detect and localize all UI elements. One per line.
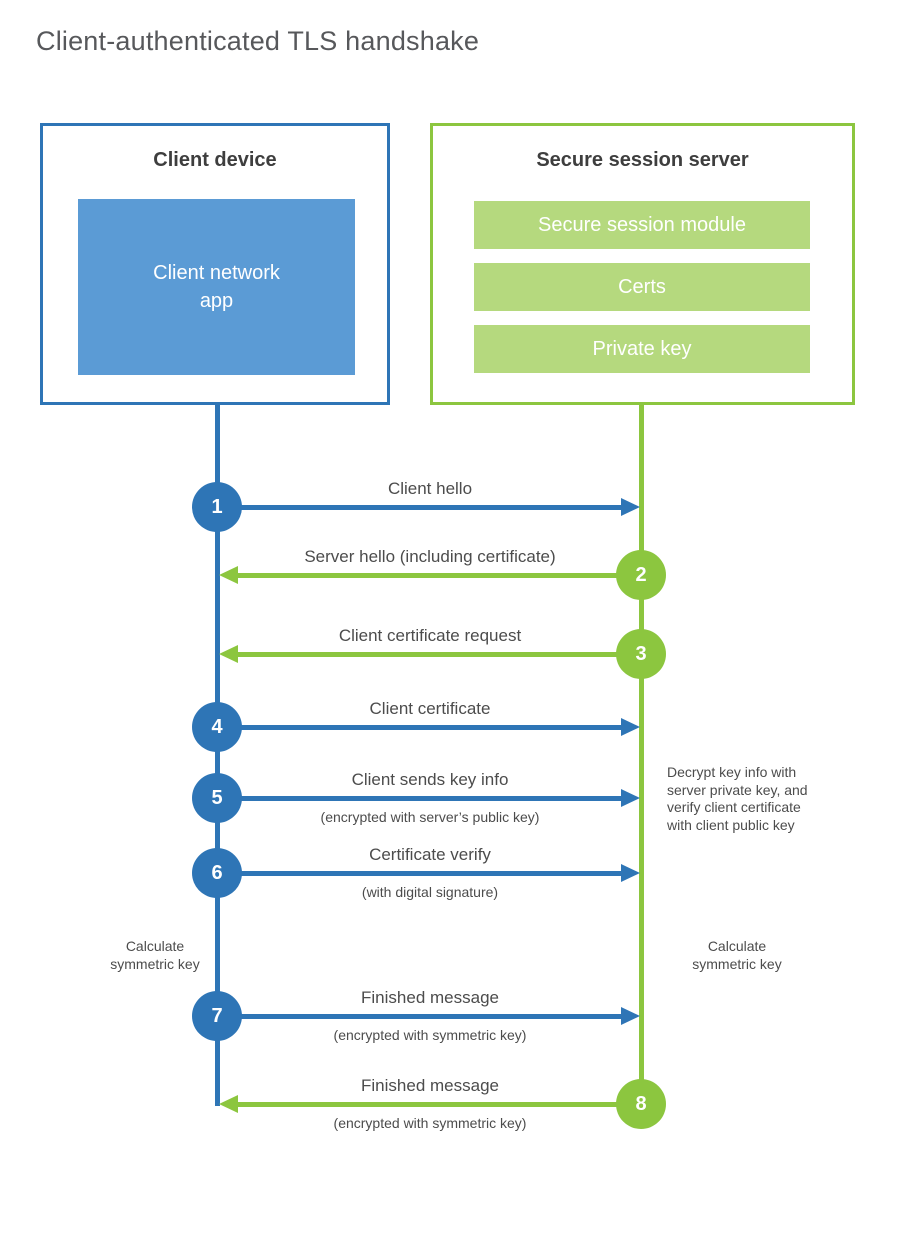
step-7-badge: 7 [192, 991, 242, 1041]
step-2-label: Server hello (including certificate) [304, 547, 556, 566]
step-5-badge: 5 [192, 773, 242, 823]
step-8-sublabel: (encrypted with symmetric key) [333, 1115, 527, 1131]
note-decrypt-key-info: Decrypt key info with server private key… [667, 764, 808, 833]
step-8-arrow-head [219, 1095, 238, 1113]
step-6-arrow-head [621, 864, 640, 882]
step-8-arrow-shaft [238, 1102, 620, 1107]
step-4-arrow-head [621, 718, 640, 736]
step-7-arrow-shaft [238, 1014, 622, 1019]
server-lifeline [639, 403, 644, 1110]
step-6-badge: 6 [192, 848, 242, 898]
step-1-arrow-head [621, 498, 640, 516]
step-7-sublabel: (encrypted with symmetric key) [333, 1027, 527, 1043]
step-4-number: 4 [211, 715, 223, 738]
step-8-badge: 8 [616, 1079, 666, 1129]
step-7-number: 7 [211, 1004, 223, 1027]
step-1-arrow-shaft [238, 505, 622, 510]
secure-session-server-title: Secure session server [536, 149, 749, 171]
client-network-app-module: Client network app [78, 199, 355, 375]
client-device-title: Client device [153, 149, 277, 171]
step-2-number: 2 [635, 563, 647, 586]
page-title: Client-authenticated TLS handshake [36, 26, 480, 56]
certs-module: Certs [474, 263, 810, 311]
secure-session-module: Secure session module [474, 201, 810, 249]
step-8-number: 8 [635, 1092, 647, 1115]
step-2-arrow-shaft [238, 573, 620, 578]
step-6-number: 6 [211, 861, 223, 884]
step-4-arrow-shaft [238, 725, 622, 730]
step-1-badge: 1 [192, 482, 242, 532]
step-5-arrow-head [621, 789, 640, 807]
step-2-arrow-head [219, 566, 238, 584]
step-3-arrow-head [219, 645, 238, 663]
step-4-badge: 4 [192, 702, 242, 752]
step-1-label: Client hello [387, 479, 473, 498]
step-3-label: Client certificate request [338, 626, 522, 645]
step-6-sublabel: (with digital signature) [361, 884, 499, 900]
private-key-module: Private key [474, 325, 810, 373]
step-3-badge: 3 [616, 629, 666, 679]
step-4-label: Client certificate [369, 699, 491, 718]
step-3-number: 3 [635, 642, 647, 665]
step-5-label: Client sends key info [351, 770, 509, 789]
step-6-label: Certificate verify [369, 845, 491, 864]
step-5-sublabel: (encrypted with server’s public key) [320, 809, 540, 825]
step-7-arrow-head [621, 1007, 640, 1025]
note-calculate-symmetric-key-server: Calculate symmetric key [692, 938, 782, 972]
step-5-number: 5 [211, 786, 223, 809]
client-network-app-label: Client network app [153, 262, 280, 312]
step-6-arrow-shaft [238, 871, 622, 876]
step-5-arrow-shaft [238, 796, 622, 801]
step-3-arrow-shaft [238, 652, 620, 657]
client-lifeline [215, 403, 220, 1106]
step-7-label: Finished message [361, 988, 499, 1007]
note-calculate-symmetric-key-client: Calculate symmetric key [110, 938, 200, 972]
step-8-label: Finished message [361, 1076, 499, 1095]
step-2-badge: 2 [616, 550, 666, 600]
step-1-number: 1 [211, 495, 223, 518]
